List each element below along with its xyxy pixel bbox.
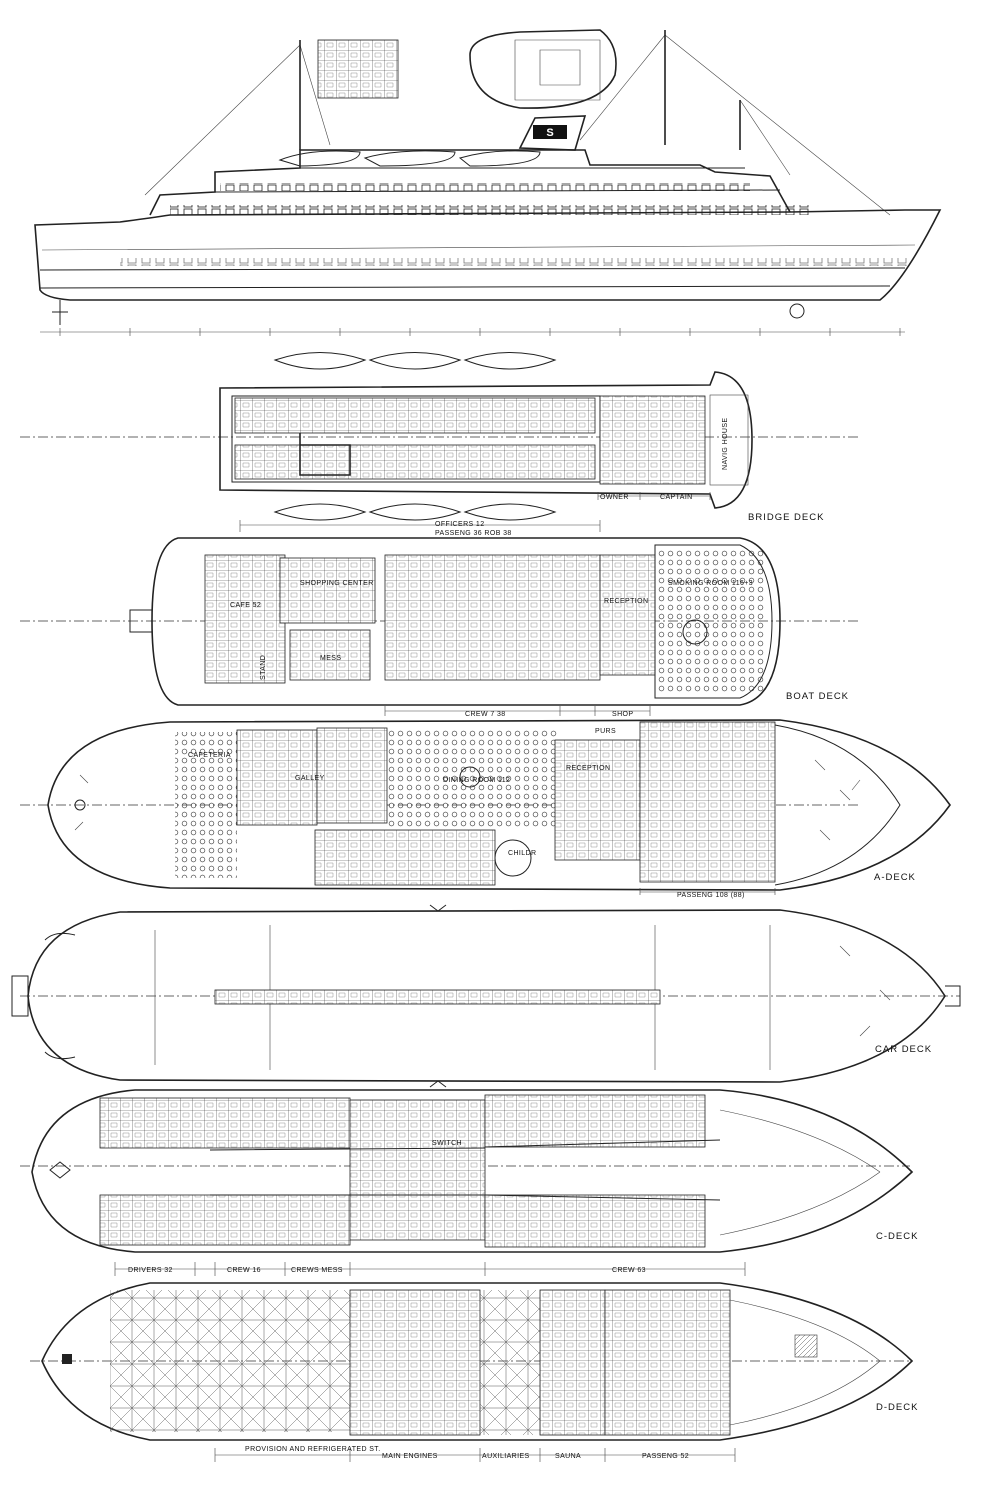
bridge-deck-outline xyxy=(219,371,753,509)
room-label-owner: OWNER xyxy=(600,494,629,501)
dim-label-crews-mess: CREWS MESS xyxy=(291,1267,343,1274)
room-label-switch: SWITCH xyxy=(432,1140,462,1147)
d-deck-outline xyxy=(41,1282,914,1441)
lifeboat xyxy=(278,150,361,167)
dim-label-passeng: PASSENG 108 (88) xyxy=(677,892,745,899)
room-label-captain: CAPTAIN xyxy=(660,494,693,501)
car-deck-outline xyxy=(27,909,946,1083)
c-deck-plan: SWITCH DRIVERS 32 CREW 16 CREWS MESS CRE… xyxy=(20,1089,918,1276)
room-label-cafe: CAFE 52 xyxy=(230,602,261,609)
propeller-icon xyxy=(52,300,68,325)
dim-label-crew: CREW 7 38 xyxy=(465,711,506,718)
lifeboat xyxy=(458,150,541,167)
funnel xyxy=(518,115,587,151)
room-label-mess: MESS xyxy=(320,655,341,662)
deck-label-c: C-DECK xyxy=(876,1231,918,1242)
room-label-navig-house: NAVIG HOUSE xyxy=(722,417,729,470)
bridge-deck-plan: NAVIG HOUSE OWNER CAPTAIN OFFICERS 12 PA… xyxy=(20,352,860,537)
car-deck-plan: CAR DECK xyxy=(11,904,961,1088)
room-label-smoking-room: SMOKING ROOM 116+3 xyxy=(668,580,753,587)
room-label-reception: RECEPTION xyxy=(566,765,610,772)
detail-inset-mast xyxy=(317,39,399,99)
lifeboat xyxy=(363,150,456,167)
deck-label-bridge: BRIDGE DECK xyxy=(748,512,824,523)
lower-windows xyxy=(170,205,810,215)
room-label-reception: RECEPTION xyxy=(604,598,648,605)
deck-label-boat: BOAT DECK xyxy=(786,691,849,702)
dim-label-provision: PROVISION AND REFRIGERATED ST. xyxy=(245,1446,381,1453)
room-label-purs: PURS xyxy=(595,728,616,735)
hull-portholes xyxy=(120,258,910,266)
dim-label-passeng: PASSENG 36 ROB 38 xyxy=(435,530,512,537)
funnel-logo: S xyxy=(546,127,553,139)
ship-profile-view: S xyxy=(34,29,942,336)
room-label-childr: CHILDR xyxy=(508,850,536,857)
a-deck-plan: CAFETERIA GALLEY DINING ROOM 112 RECEPTI… xyxy=(20,719,951,899)
room-label-dining-room: DINING ROOM 112 xyxy=(443,777,510,784)
room-label-shopping-center: SHOPPING CENTER xyxy=(300,580,374,587)
a-deck-outline xyxy=(47,719,951,891)
superstructure xyxy=(149,149,791,216)
dim-label-crew: CREW 16 xyxy=(227,1267,261,1274)
dim-label-sauna: SAUNA xyxy=(555,1453,581,1460)
room-label-cafeteria: CAFETERIA xyxy=(188,752,231,759)
dim-label-auxiliaries: AUXILIARIES xyxy=(482,1453,530,1460)
deck-label-d: D-DECK xyxy=(876,1402,918,1413)
dim-label-drivers: DRIVERS 32 xyxy=(128,1267,173,1274)
dim-label-crew-63: CREW 63 xyxy=(612,1267,646,1274)
dim-label-main-engines: MAIN ENGINES xyxy=(382,1453,438,1460)
boat-deck-outline xyxy=(151,537,781,706)
upper-windows xyxy=(220,183,750,191)
hull-outline xyxy=(34,209,942,301)
deck-label-a: A-DECK xyxy=(874,872,916,883)
funnel-band xyxy=(533,125,567,139)
boat-deck-plan: CAFE 52 SHOPPING CENTER MESS STAND RECEP… xyxy=(20,537,860,718)
bow-thruster-icon xyxy=(789,303,805,319)
deck-label-car: CAR DECK xyxy=(875,1044,932,1055)
room-label-galley: GALLEY xyxy=(295,775,325,782)
dim-label-passeng: PASSENG 52 xyxy=(642,1453,689,1460)
dim-label-officers: OFFICERS 12 xyxy=(435,521,485,528)
dim-label-shop: SHOP xyxy=(612,711,633,718)
detail-inset-bridge xyxy=(469,29,617,109)
frame-ticks xyxy=(59,328,901,336)
d-deck-plan: PROVISION AND REFRIGERATED ST. MAIN ENGI… xyxy=(30,1282,918,1462)
room-label-stand: STAND xyxy=(260,655,267,680)
c-deck-outline xyxy=(31,1089,914,1253)
